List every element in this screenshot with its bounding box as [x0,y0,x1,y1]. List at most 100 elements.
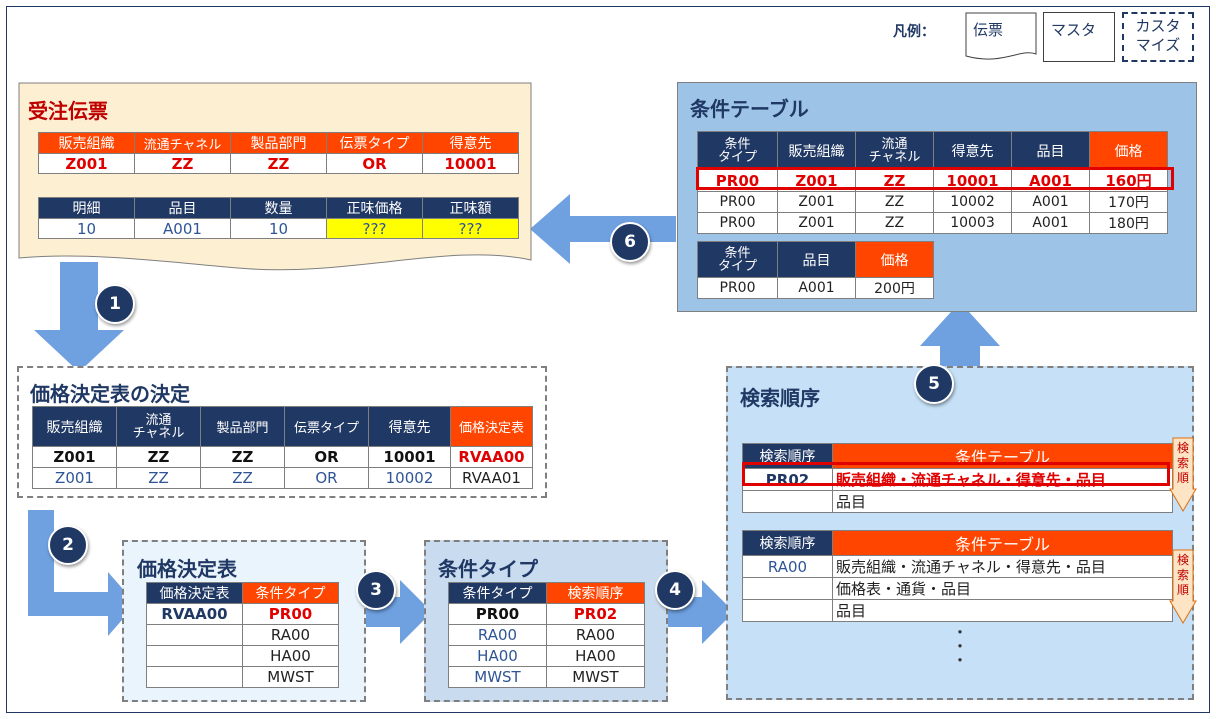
order-val-sales-org: Z001 [38,153,135,174]
legend-custom-line2: マイズ [1135,36,1181,54]
step-1-badge: 1 [95,284,135,324]
proc-cell: PR00 [242,603,339,625]
item-col-qty: 数量 [230,197,327,219]
ct-col-cond-type: 条件タイプ [448,582,547,604]
order-val-division: ZZ [230,153,327,174]
pd-col-doc-type: 伝票タイプ [284,406,369,447]
pd-cell: ZZ [200,467,285,489]
cond-cell: 10002 [933,191,1012,213]
ct-cell: HA00 [546,645,645,667]
legend-master-box [1043,12,1115,62]
ct-cell: RA00 [448,624,547,646]
cond-cell: PR00 [697,212,778,234]
pd-col-channel: 流通チャネル [116,406,201,447]
order-char: 索 [1176,456,1189,470]
pd-cell: ZZ [200,446,285,468]
pd-cell: ZZ [116,467,201,489]
small-cell: 200円 [855,277,934,299]
cond-col-sales-org: 販売組織 [777,131,856,170]
pd-row-2: Z001 ZZ ZZ OR 10002 RVAA01 [32,467,533,489]
order-col-customer: 得意先 [422,132,519,154]
order-header-table: 販売組織 流通チャネル 製品部門 伝票タイプ 得意先 Z001 ZZ ZZ OR… [38,132,519,174]
ct-cell: PR00 [448,603,547,625]
cond-row-2: PR00 Z001 ZZ 10002 A001 170円 [697,191,1168,213]
arrow-step2 [28,510,136,636]
pd-cell: Z001 [32,446,117,468]
step-6-badge: 6 [610,222,650,262]
legend-master: マスタ [1051,21,1097,39]
cond-col-type-l2: タイプ [717,149,757,165]
ct-cell: HA00 [448,645,547,667]
pd-col-channel-l1: 流通 [145,412,172,428]
cond-cell: A001 [1011,212,1090,234]
cond-row-1: PR00 Z001 ZZ 10001 A001 160円 [697,169,1168,192]
small-cell: A001 [777,277,856,299]
search-order-arrow-2 [1169,549,1197,624]
arrow-step4 [660,580,734,644]
cond-col-channel: 流通チャネル [855,131,934,170]
legend-custom: カスタ マイズ [1124,15,1192,57]
cond-cell: 10001 [933,169,1012,192]
access-seq-highlight [742,462,1170,486]
arrow-step6 [530,194,676,264]
arrow-step1 [34,262,124,372]
small-cell: PR00 [697,277,778,299]
order-col-division: 製品部門 [230,132,327,154]
proc-cell: MWST [242,666,339,688]
legend-custom-box [1122,12,1194,62]
pd-col-division: 製品部門 [200,406,285,447]
cond-col-material: 品目 [1011,131,1090,170]
as2-cell: 販売組織・流通チャネル・得意先・品目 [832,555,1173,578]
small-col-type-l2: タイプ [717,258,757,274]
pd-cell: Z001 [32,467,117,489]
proc-col-procedure: 価格決定表 [146,582,243,604]
order-val-doc-type: OR [326,153,423,174]
condition-table-small: 条件タイプ 品目 価格 PR00 A001 200円 [697,241,934,299]
cond-cell: ZZ [855,212,934,234]
small-col-type: 条件タイプ [697,241,778,278]
diagram-frame [6,6,1210,713]
proc-cell: RVAA00 [146,603,243,625]
cond-cell: ZZ [855,191,934,213]
cond-cell: A001 [1011,191,1090,213]
item-col-line: 明細 [38,197,135,219]
proc-cell [146,645,243,667]
step-2-badge: 2 [48,525,88,565]
legend-custom-line1: カスタ [1135,17,1181,35]
search-order-label-2: 検 索 順 [1175,553,1191,598]
access-seq-title: 検索順序 [740,386,820,410]
item-val-qty: 10 [230,218,327,239]
pd-cell: OR [284,446,369,468]
small-col-price: 価格 [855,241,934,278]
order-item-table: 明細 品目 数量 正味価格 正味額 10 A001 10 ??? ??? [38,197,519,239]
pd-row-1: Z001 ZZ ZZ OR 10001 RVAA00 [32,446,533,468]
cond-col-type-l1: 条件 [724,136,751,152]
order-title: 受注伝票 [28,99,108,123]
pd-col-customer: 得意先 [368,406,451,447]
cond-cell: PR00 [697,169,778,192]
legend-document-shape [965,12,1037,60]
order-val-customer: 10001 [422,153,519,174]
item-col-material: 品目 [134,197,231,219]
cond-type-title: 条件タイプ [438,557,538,581]
proc-cell: HA00 [242,645,339,667]
pd-cell: RVAA00 [450,446,533,468]
proc-cell [146,666,243,688]
order-char: 検 [1176,441,1189,455]
dot: ・ [952,623,969,642]
step-4-badge: 4 [655,570,695,610]
item-val-net-value: ??? [422,218,519,239]
item-col-net-value: 正味額 [422,197,519,219]
cond-cell: 170円 [1089,191,1168,213]
cond-cell: Z001 [777,169,856,192]
legend-label: 凡例： [893,24,935,40]
condition-table-title: 条件テーブル [690,97,809,121]
cond-col-price: 価格 [1089,131,1168,170]
procedure-title: 価格決定表 [137,557,237,581]
order-char: 索 [1176,568,1189,582]
pd-cell: RVAA01 [450,467,533,489]
as2-cell: 品目 [832,599,1173,622]
cond-cell: 10003 [933,212,1012,234]
